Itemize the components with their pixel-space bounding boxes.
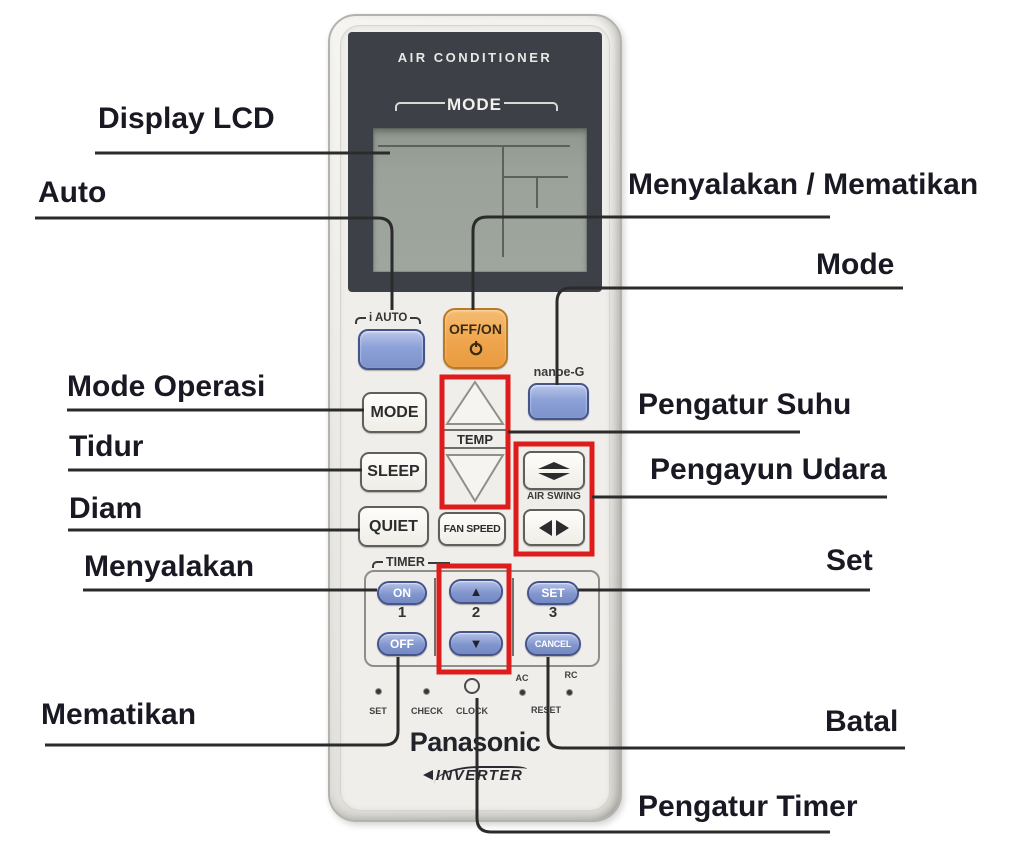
temp-down-icon <box>445 454 505 503</box>
air-swing-label: AIR SWING <box>527 491 581 502</box>
timer-down-icon: ▼ <box>469 636 483 651</box>
swing-vertical-icon <box>538 461 570 480</box>
lcd-segment-line <box>378 145 570 147</box>
remote-header-text: AIR CONDITIONER <box>397 50 553 65</box>
lcd-segment-line <box>536 176 538 208</box>
callout-display-lcd: Display LCD <box>98 102 275 135</box>
set-indicator-label: SET <box>369 706 387 716</box>
callout-diam: Diam <box>69 492 143 525</box>
timer-divider <box>434 578 436 656</box>
air-swing-vertical-button[interactable] <box>523 451 585 490</box>
ac-reset-button[interactable] <box>519 689 526 696</box>
temp-label: TEMP <box>443 429 507 449</box>
set-recessed-button[interactable] <box>375 688 382 695</box>
temp-up-button[interactable] <box>444 379 506 428</box>
callout-pengayun-udara: Pengayun Udara <box>650 453 887 486</box>
timer-up-icon: ▲ <box>469 584 483 599</box>
callout-mode-operasi: Mode Operasi <box>67 370 266 403</box>
timer-label-row: TIMER <box>372 556 450 569</box>
timer-set-button[interactable]: SET <box>527 581 579 605</box>
off-on-button[interactable]: OFF/ON <box>443 308 508 369</box>
timer-divider <box>512 578 514 656</box>
clock-recessed-button[interactable] <box>464 678 480 694</box>
clock-indicator-label: CLOCK <box>456 706 488 716</box>
nanoe-g-label: nanoe-G <box>533 365 585 379</box>
timer-step-2: 2 <box>471 604 481 621</box>
inverter-logo: INVERTER <box>348 766 602 784</box>
bracket-hook-icon <box>372 561 383 568</box>
mode-bracket-left-line <box>395 102 445 111</box>
callout-pengatur-timer: Pengatur Timer <box>638 790 858 823</box>
swing-horizontal-icon <box>539 519 569 536</box>
fan-speed-button[interactable]: FAN SPEED <box>438 512 506 546</box>
mode-button[interactable]: MODE <box>362 392 427 433</box>
mode-bracket-right-line <box>504 102 558 111</box>
brand-logo: Panasonic <box>409 727 541 757</box>
power-icon <box>469 341 482 356</box>
timer-bracket-line <box>427 562 450 564</box>
lcd-screen <box>373 128 587 272</box>
callout-set: Set <box>826 544 873 577</box>
callout-mode: Mode <box>816 248 895 281</box>
timer-down-button[interactable]: ▼ <box>449 631 503 656</box>
timer-on-button[interactable]: ON <box>377 581 427 605</box>
timer-step-1: 1 <box>397 604 407 621</box>
timer-up-button[interactable]: ▲ <box>449 579 503 604</box>
timer-label: TIMER <box>386 555 425 569</box>
timer-step-3: 3 <box>548 604 558 621</box>
callout-power: Menyalakan / Mematikan <box>628 168 979 201</box>
sleep-button[interactable]: SLEEP <box>360 452 427 492</box>
bracket-hook-icon <box>355 317 366 324</box>
off-on-label: OFF/ON <box>449 321 502 337</box>
i-auto-label: i AUTO <box>369 312 408 324</box>
air-swing-horizontal-button[interactable] <box>523 509 585 546</box>
timer-cancel-button[interactable]: CANCEL <box>525 632 581 656</box>
rc-indicator-label: RC <box>564 670 578 680</box>
callout-auto: Auto <box>38 176 107 209</box>
lcd-segment-line <box>503 176 568 178</box>
ac-indicator-label: AC <box>515 673 529 683</box>
bracket-hook-icon <box>410 317 422 324</box>
callout-batal: Batal <box>825 705 899 738</box>
check-indicator-label: CHECK <box>410 706 443 716</box>
i-auto-label-row: i AUTO <box>355 312 422 325</box>
inverter-logo-text: INVERTER <box>433 766 528 784</box>
nanoe-g-button[interactable] <box>528 383 589 420</box>
mode-bracket: MODE <box>395 96 558 113</box>
temp-down-button[interactable] <box>444 451 506 505</box>
mode-bracket-label: MODE <box>447 95 502 114</box>
inverter-arrow-icon <box>422 770 433 780</box>
callout-pengatur-suhu: Pengatur Suhu <box>638 388 852 421</box>
timer-off-button[interactable]: OFF <box>377 632 427 656</box>
callout-tidur: Tidur <box>69 430 144 463</box>
check-recessed-button[interactable] <box>423 688 430 695</box>
reset-indicator-label: RESET <box>530 705 561 715</box>
callout-mematikan: Mematikan <box>41 698 197 731</box>
lcd-segment-line <box>502 145 504 257</box>
quiet-button[interactable]: QUIET <box>358 506 429 547</box>
i-auto-button[interactable] <box>358 329 425 370</box>
callout-menyalakan: Menyalakan <box>84 550 255 583</box>
temp-up-icon <box>445 380 505 425</box>
rc-reset-button[interactable] <box>566 689 573 696</box>
